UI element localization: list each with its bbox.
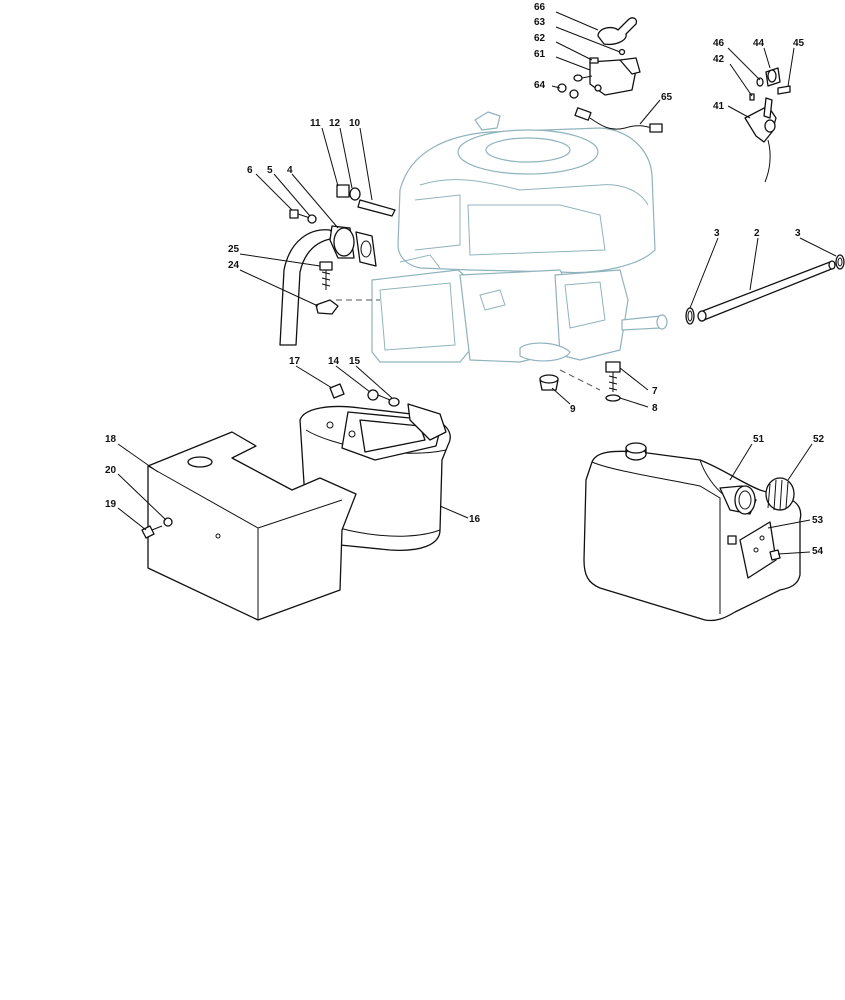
callout-53: 53 <box>812 515 824 526</box>
exhaust-bolt-6 <box>289 209 317 224</box>
callout-5: 5 <box>267 165 273 176</box>
callout-24: 24 <box>228 260 240 271</box>
solenoid-cap <box>597 17 638 46</box>
callout-14: 14 <box>328 356 340 367</box>
callout-41: 41 <box>713 101 725 112</box>
callout-4: 4 <box>287 165 293 176</box>
washers-64 <box>557 83 579 99</box>
tank-cap-52 <box>765 477 795 511</box>
solenoid-body <box>573 57 641 96</box>
heat-shield-18 <box>147 431 357 621</box>
tank-bracket-53-54 <box>727 521 781 579</box>
callout-2: 2 <box>754 228 760 239</box>
callout-7: 7 <box>652 386 658 397</box>
callout-25: 25 <box>228 244 240 255</box>
callout-20: 20 <box>105 465 117 476</box>
bolt-14-washer-15 <box>367 389 400 407</box>
fuel-hose <box>697 260 836 322</box>
callout-42: 42 <box>713 54 725 65</box>
callout-labels: 66 63 62 61 64 65 46 44 45 42 41 11 12 1… <box>105 2 825 557</box>
callout-45: 45 <box>793 38 805 49</box>
cable-bracket-41 <box>744 97 777 183</box>
callout-65: 65 <box>661 92 673 103</box>
callout-61: 61 <box>534 49 546 60</box>
callout-6: 6 <box>247 165 253 176</box>
hose-clip-left <box>685 307 695 325</box>
wire-65 <box>574 107 663 133</box>
bolt-25-nut-24 <box>315 261 380 315</box>
cable-parts-42-46 <box>749 67 791 101</box>
callout-44: 44 <box>753 38 765 49</box>
engine-ghost <box>371 111 668 363</box>
rubber-mount-9 <box>539 369 601 391</box>
callout-3-right: 3 <box>795 228 801 239</box>
clip-17 <box>329 383 345 399</box>
callout-19: 19 <box>105 499 117 510</box>
callout-18: 18 <box>105 434 117 445</box>
callout-3-left: 3 <box>714 228 720 239</box>
callout-10: 10 <box>349 118 361 129</box>
stud-10-nut-11-washer-12 <box>336 184 396 217</box>
callout-12: 12 <box>329 118 341 129</box>
mount-bolt-7 <box>605 361 621 402</box>
callout-17: 17 <box>289 356 301 367</box>
callout-51: 51 <box>753 434 765 445</box>
callout-16: 16 <box>469 514 481 525</box>
callout-15: 15 <box>349 356 361 367</box>
exhaust-pipe <box>279 225 355 346</box>
callout-8: 8 <box>652 403 658 414</box>
callout-66: 66 <box>534 2 546 13</box>
hose-clip-right <box>835 254 845 270</box>
callout-64: 64 <box>534 80 546 91</box>
exhaust-gasket <box>355 231 377 267</box>
callout-11: 11 <box>310 118 321 129</box>
callout-54: 54 <box>812 546 824 557</box>
leader-lines <box>117 11 837 555</box>
callout-52: 52 <box>813 434 825 445</box>
callout-9: 9 <box>570 404 576 415</box>
callout-62: 62 <box>534 33 546 44</box>
fuel-tank-51 <box>583 442 802 622</box>
callout-63: 63 <box>534 17 546 28</box>
callout-46: 46 <box>713 38 725 49</box>
